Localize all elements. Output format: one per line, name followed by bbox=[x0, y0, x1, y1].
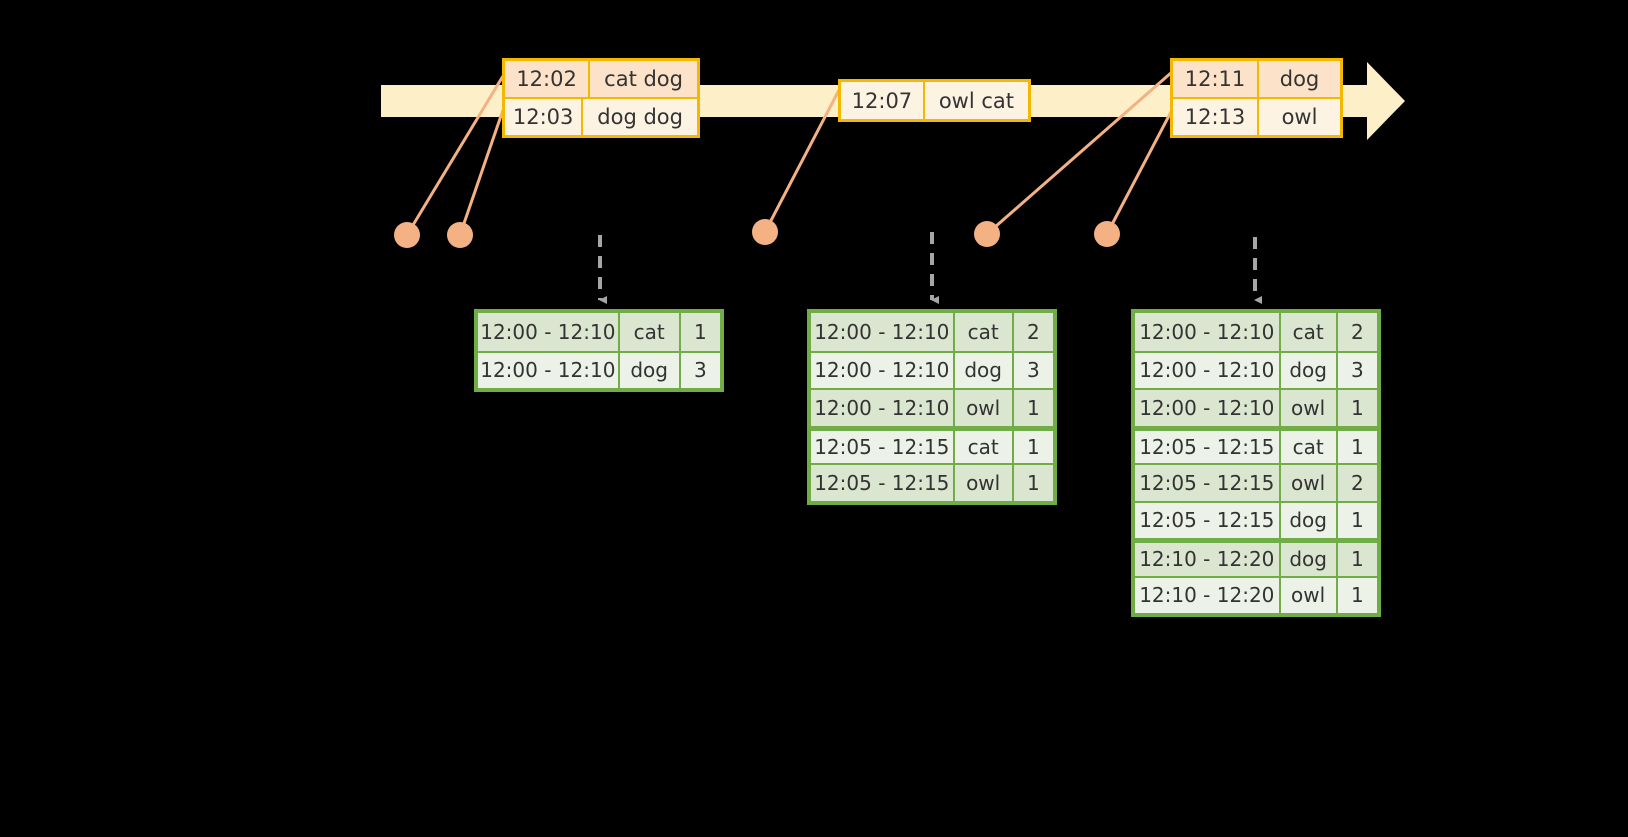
event-dot-3 bbox=[752, 219, 778, 245]
count-cell: 1 bbox=[1337, 577, 1378, 613]
key-cell: owl bbox=[1280, 465, 1338, 501]
key-cell: dog bbox=[619, 352, 681, 388]
window-cell: 12:00 - 12:10 bbox=[811, 352, 955, 388]
count-cell: 1 bbox=[1337, 390, 1378, 426]
key-cell: owl bbox=[954, 390, 1014, 426]
count-cell: 3 bbox=[680, 352, 721, 388]
window-cell: 12:00 - 12:10 bbox=[811, 313, 955, 351]
key-cell: owl bbox=[1280, 577, 1338, 613]
emit-arrows bbox=[598, 232, 1262, 304]
event-dot-4 bbox=[974, 221, 1000, 247]
count-cell: 3 bbox=[1013, 352, 1054, 388]
key-cell: cat bbox=[954, 313, 1014, 351]
key-cell: dog bbox=[1280, 543, 1338, 576]
event-payload: dog dog bbox=[583, 99, 697, 135]
leader-line-5 bbox=[1105, 109, 1174, 235]
key-cell: dog bbox=[1280, 352, 1338, 388]
window-cell: 12:00 - 12:10 bbox=[1135, 352, 1281, 388]
event-box-1[interactable]: 12:02 cat dog 12:03 dog dog bbox=[502, 58, 700, 138]
window-cell: 12:05 - 12:15 bbox=[1135, 465, 1281, 501]
event-box-2[interactable]: 12:07 owl cat bbox=[838, 79, 1031, 122]
key-cell: dog bbox=[1280, 502, 1338, 538]
event-payload: owl cat bbox=[924, 82, 1028, 119]
window-cell: 12:10 - 12:20 bbox=[1135, 543, 1281, 576]
key-cell: owl bbox=[954, 465, 1014, 501]
leader-line-2 bbox=[458, 109, 505, 236]
event-payload: owl bbox=[1259, 99, 1340, 135]
event-dot-2 bbox=[447, 222, 473, 248]
event-dot-1 bbox=[394, 222, 420, 248]
window-cell: 12:10 - 12:20 bbox=[1135, 577, 1281, 613]
event-row: 12:02 cat dog bbox=[505, 61, 697, 97]
count-cell: 1 bbox=[1337, 430, 1378, 463]
window-cell: 12:05 - 12:15 bbox=[811, 430, 955, 463]
window-cell: 12:05 - 12:15 bbox=[1135, 502, 1281, 538]
key-cell: cat bbox=[1280, 430, 1338, 463]
key-cell: cat bbox=[1280, 313, 1338, 351]
key-cell: owl bbox=[1280, 390, 1338, 426]
count-cell: 3 bbox=[1337, 352, 1378, 388]
count-cell: 1 bbox=[680, 313, 721, 351]
event-time: 12:02 bbox=[505, 61, 591, 97]
window-cell: 12:00 - 12:10 bbox=[478, 352, 620, 388]
event-payload: cat dog bbox=[590, 61, 697, 97]
count-cell: 1 bbox=[1013, 465, 1054, 501]
window-cell: 12:05 - 12:15 bbox=[811, 465, 955, 501]
event-box-3[interactable]: 12:11 dog 12:13 owl bbox=[1170, 58, 1343, 138]
event-row: 12:03 dog dog bbox=[505, 97, 697, 135]
event-time: 12:03 bbox=[505, 99, 584, 135]
count-cell: 1 bbox=[1013, 430, 1054, 463]
window-cell: 12:00 - 12:10 bbox=[811, 390, 955, 426]
count-cell: 2 bbox=[1013, 313, 1054, 351]
window-cell: 12:05 - 12:15 bbox=[1135, 430, 1281, 463]
timeline-arrow-head bbox=[1367, 62, 1405, 140]
key-cell: cat bbox=[619, 313, 681, 351]
count-cell: 1 bbox=[1337, 543, 1378, 576]
event-dot-5 bbox=[1094, 221, 1120, 247]
event-time: 12:11 bbox=[1173, 61, 1259, 97]
event-row: 12:07 owl cat bbox=[841, 82, 1028, 119]
count-cell: 2 bbox=[1337, 465, 1378, 501]
window-cell: 12:00 - 12:10 bbox=[1135, 313, 1281, 351]
key-cell: cat bbox=[954, 430, 1014, 463]
count-cell: 1 bbox=[1013, 390, 1054, 426]
event-row: 12:13 owl bbox=[1173, 97, 1340, 135]
count-cell: 2 bbox=[1337, 313, 1378, 351]
event-row: 12:11 dog bbox=[1173, 61, 1340, 97]
key-cell: dog bbox=[954, 352, 1014, 388]
event-time: 12:07 bbox=[841, 82, 925, 119]
event-time: 12:13 bbox=[1173, 99, 1259, 135]
count-cell: 1 bbox=[1337, 502, 1378, 538]
event-payload: dog bbox=[1259, 61, 1340, 97]
window-cell: 12:00 - 12:10 bbox=[478, 313, 620, 351]
window-cell: 12:00 - 12:10 bbox=[1135, 390, 1281, 426]
